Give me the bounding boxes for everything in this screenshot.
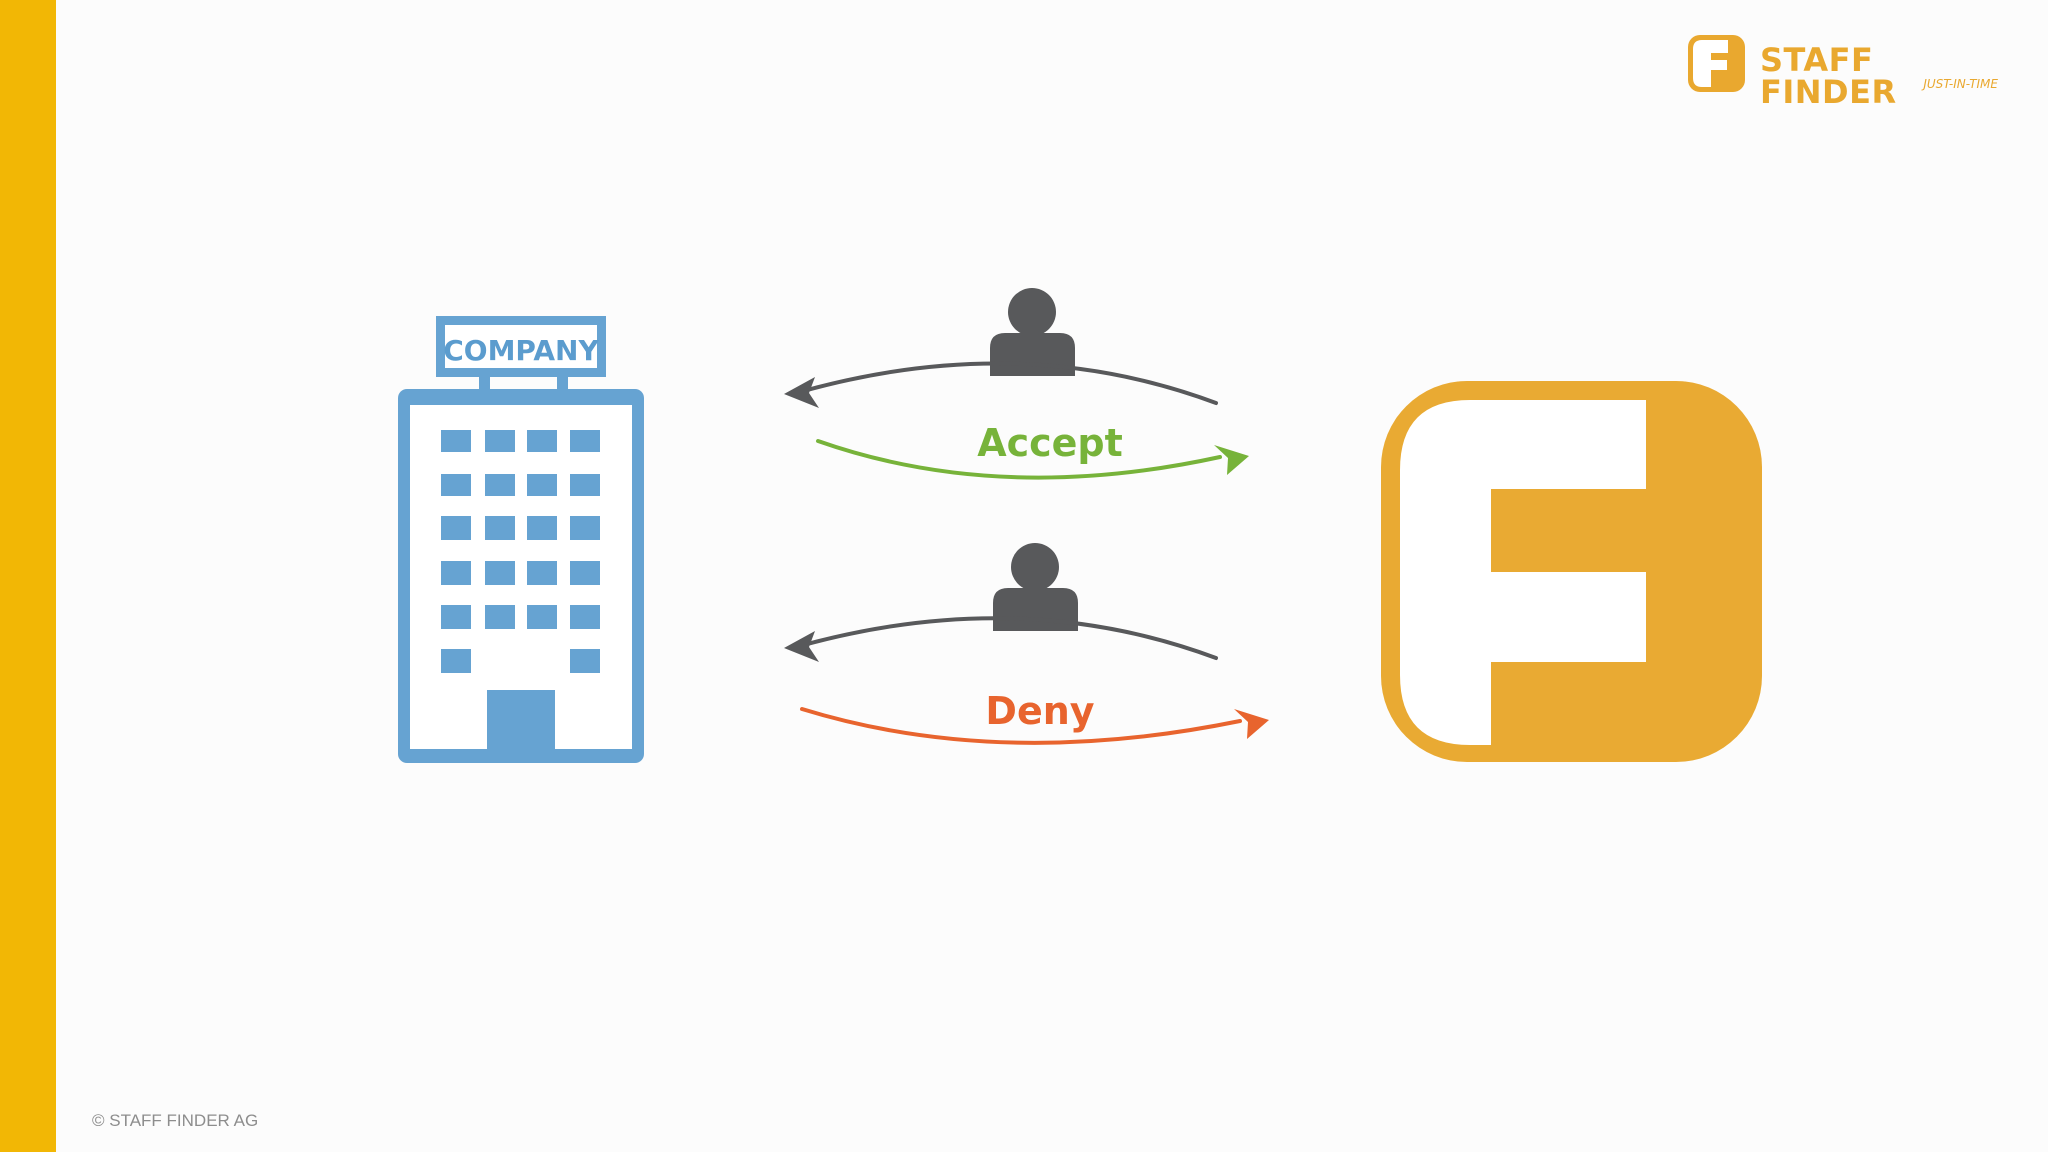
accept-label: Accept — [977, 421, 1123, 465]
staff-finder-logo: STAFF FINDER JUST-IN-TIME — [1688, 32, 1998, 108]
staff-finder-app-icon — [1381, 381, 1762, 762]
accent-bar — [0, 0, 56, 1152]
brand-tagline: JUST-IN-TIME — [1923, 77, 1998, 91]
accept-arrow — [816, 439, 1249, 480]
staff-finder-logo-icon — [1688, 35, 1745, 92]
deny-arrow — [800, 707, 1269, 745]
building-door — [487, 690, 555, 749]
brand-name: STAFF FINDER — [1760, 41, 1897, 111]
return-arrow — [784, 361, 1218, 408]
building-windows — [441, 430, 600, 673]
deny-label: Deny — [985, 689, 1095, 733]
return-arrow — [784, 616, 1218, 662]
copyright-footer: © STAFF FINDER AG — [92, 1111, 259, 1130]
company-building-icon: COMPANY — [398, 316, 644, 763]
company-sign-text: COMPANY — [443, 334, 599, 367]
